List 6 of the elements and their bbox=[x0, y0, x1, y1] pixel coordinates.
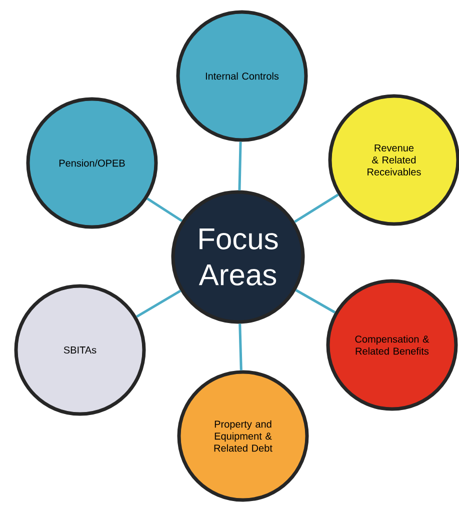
connector-line bbox=[294, 194, 339, 223]
connector-line bbox=[146, 198, 183, 222]
connector-line bbox=[136, 290, 182, 318]
connector-line bbox=[295, 289, 336, 314]
connector-line bbox=[238, 142, 242, 190]
connector-line bbox=[238, 324, 242, 370]
